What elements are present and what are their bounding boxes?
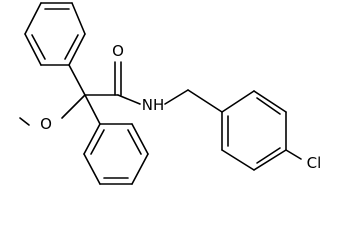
lower-ring-bond: [83, 153, 101, 185]
chlorophenyl-ring-bond: [253, 149, 287, 171]
molecule-drawing: O NH O Cl: [19, 2, 322, 185]
lower-phenyl-ring: [83, 123, 149, 185]
methoxy-oxygen-label: O: [40, 115, 52, 133]
upper-ring-bond: [24, 2, 42, 35]
lower-ring-double-bond: [90, 129, 105, 155]
upper-phenyl-ring: [24, 2, 86, 66]
lower-ring-bond: [83, 123, 101, 155]
chlorophenyl-ring-double-bond: [256, 147, 281, 164]
upper-ring-bond: [71, 2, 86, 35]
ring-to-chlorine-bond: [285, 149, 302, 160]
lower-ring-double-bond: [127, 129, 142, 155]
upper-ring-bond: [24, 33, 42, 66]
upper-ring-double-bond: [31, 34, 46, 60]
chlorophenyl-ring-bond: [253, 90, 287, 113]
chlorine-label: Cl: [307, 154, 322, 172]
lower-ring-bond: [131, 123, 149, 155]
carbonyl-oxygen-label: O: [112, 42, 124, 60]
chlorophenyl-ring-bond: [221, 149, 255, 171]
structure-diagram: O NH O Cl: [19, 2, 322, 185]
methoxy-oxygen-to-methyl-bond: [19, 117, 30, 126]
chlorophenyl-ring-bond: [221, 90, 255, 113]
upper-ring-bond: [68, 33, 86, 66]
chlorophenyl-ring-double-bond: [256, 97, 281, 115]
amide-nitrogen-label: NH: [142, 96, 165, 114]
lower-ring-bond: [131, 153, 149, 185]
nitrogen-to-methylene-bond: [164, 89, 189, 105]
central-carbon-to-lower-ring-bond: [84, 94, 101, 125]
ring-to-central-carbon-bond: [68, 64, 86, 96]
carbonyl-to-nitrogen-bond: [117, 94, 141, 105]
chlorophenyl-ring: [221, 90, 287, 171]
upper-ring-double-bond: [64, 34, 79, 60]
methylene-to-chlorophenyl-bond: [187, 89, 223, 113]
central-carbon-to-methoxy-oxygen-bond: [61, 94, 86, 119]
